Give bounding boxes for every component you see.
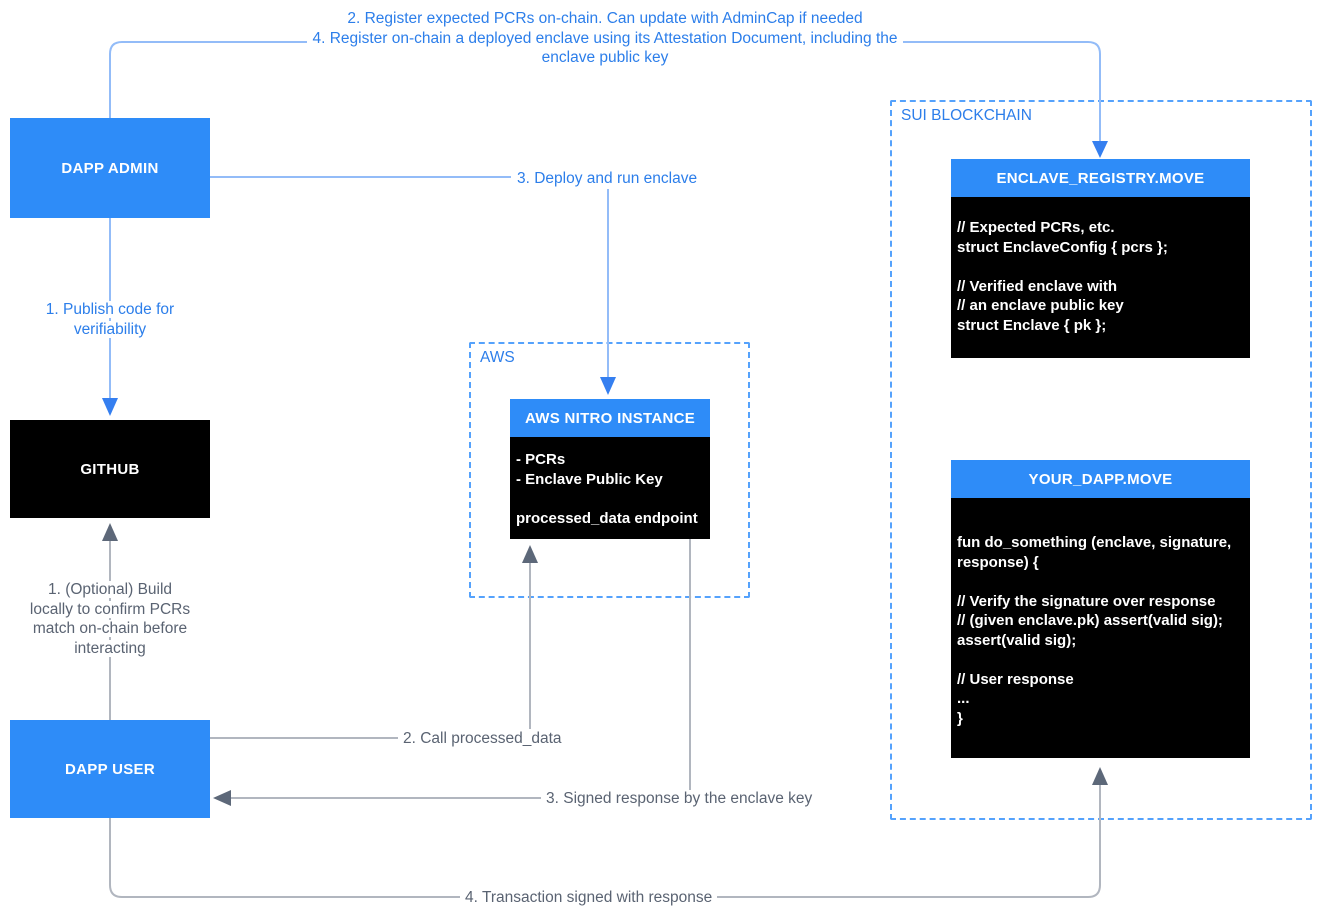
node-enclave-registry: ENCLAVE_REGISTRY.MOVE // Expected PCRs, … bbox=[951, 159, 1250, 358]
edge-label-register: 2. Register expected PCRs on-chain. Can … bbox=[255, 9, 955, 68]
node-your-dapp: YOUR_DAPP.MOVE fun do_something (enclave… bbox=[951, 460, 1250, 758]
node-aws-nitro-instance-title: AWS NITRO INSTANCE bbox=[510, 399, 710, 437]
edge-call-connector bbox=[210, 563, 531, 739]
edge-signed-response-arrowhead bbox=[213, 790, 231, 806]
node-github-label: GITHUB bbox=[80, 460, 140, 478]
node-enclave-registry-title: ENCLAVE_REGISTRY.MOVE bbox=[951, 159, 1250, 197]
edge-deploy-connector bbox=[210, 176, 609, 379]
edge-deploy-arrowhead bbox=[600, 377, 616, 395]
node-enclave-registry-code: // Expected PCRs, etc.struct EnclaveConf… bbox=[951, 197, 1250, 358]
edge-call-arrowhead bbox=[522, 545, 538, 563]
node-dapp-user-label: DAPP USER bbox=[65, 760, 155, 778]
edge-register-arrowhead bbox=[1092, 141, 1108, 158]
region-aws-label: AWS bbox=[480, 349, 515, 366]
edge-label-deploy: 3. Deploy and run enclave bbox=[512, 169, 703, 189]
edge-label-signed-response: 3. Signed response by the enclave key bbox=[541, 789, 818, 809]
edge-transaction-arrowhead bbox=[1092, 767, 1108, 785]
node-your-dapp-title: YOUR_DAPP.MOVE bbox=[951, 460, 1250, 498]
node-aws-nitro-instance-code: - PCRs- Enclave Public Key processed_dat… bbox=[510, 437, 710, 539]
edge-publish-arrowhead bbox=[102, 398, 118, 416]
node-github: GITHUB bbox=[10, 420, 210, 518]
node-dapp-admin: DAPP ADMIN bbox=[10, 118, 210, 218]
region-aws: AWS bbox=[469, 342, 750, 598]
edge-optional-build-arrowhead bbox=[102, 523, 118, 541]
node-aws-nitro-instance: AWS NITRO INSTANCE - PCRs- Enclave Publi… bbox=[510, 399, 710, 539]
edge-signed-response-connector bbox=[231, 539, 691, 799]
edge-label-call-processed-data: 2. Call processed_data bbox=[398, 729, 567, 749]
region-sui-blockchain-label: SUI BLOCKCHAIN bbox=[901, 107, 1032, 124]
node-dapp-user: DAPP USER bbox=[10, 720, 210, 818]
edge-label-transaction: 4. Transaction signed with response bbox=[460, 888, 718, 908]
node-dapp-admin-label: DAPP ADMIN bbox=[61, 159, 159, 177]
node-your-dapp-code: fun do_something (enclave, signature,res… bbox=[951, 498, 1250, 758]
